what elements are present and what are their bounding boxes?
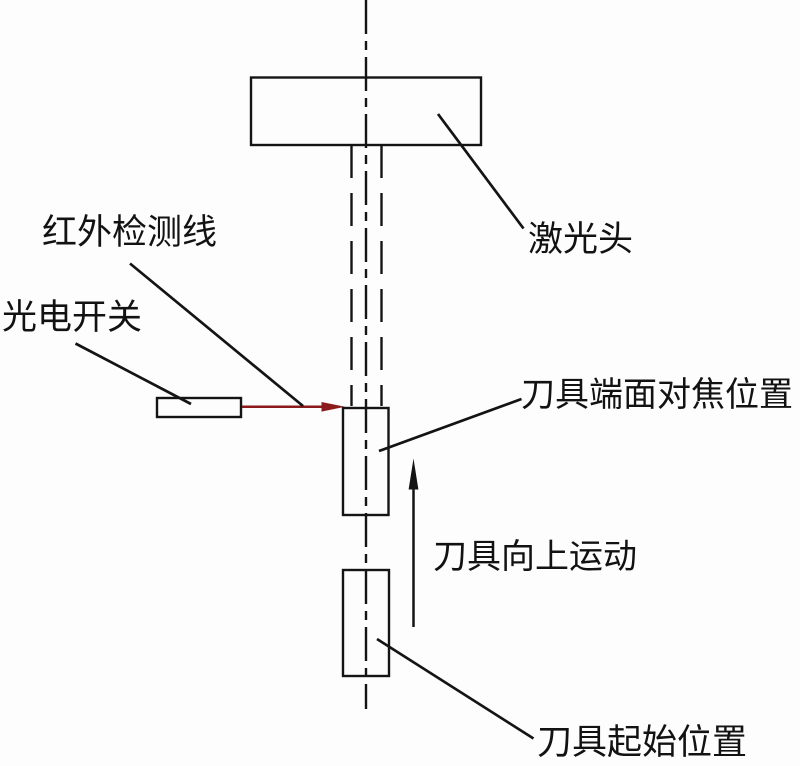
leader-line-focus-position [378,397,522,453]
label-tool-endface-focus-position: 刀具端面对焦位置 [521,375,793,415]
tool-focus-position-box [341,406,390,517]
laser-head-box [249,76,483,147]
leader-line-infrared-detection [129,262,304,408]
leader-line-start-position [376,637,535,740]
label-infrared-detection-line: 红外检测线 [42,213,218,253]
label-tool-upward-motion: 刀具向上运动 [433,537,637,577]
label-photoelectric-switch: 光电开关 [2,298,143,338]
leader-line-photoelectric-switch [74,342,192,406]
leader-line-laser-head [436,113,525,230]
upward-motion-arrowhead [408,458,419,490]
label-laser-head: 激光头 [528,220,634,260]
tool-start-position-box [341,568,391,678]
infrared-beam-arrowhead [321,402,345,412]
photoelectric-switch-box [155,396,243,419]
label-tool-start-position: 刀具起始位置 [537,723,748,763]
